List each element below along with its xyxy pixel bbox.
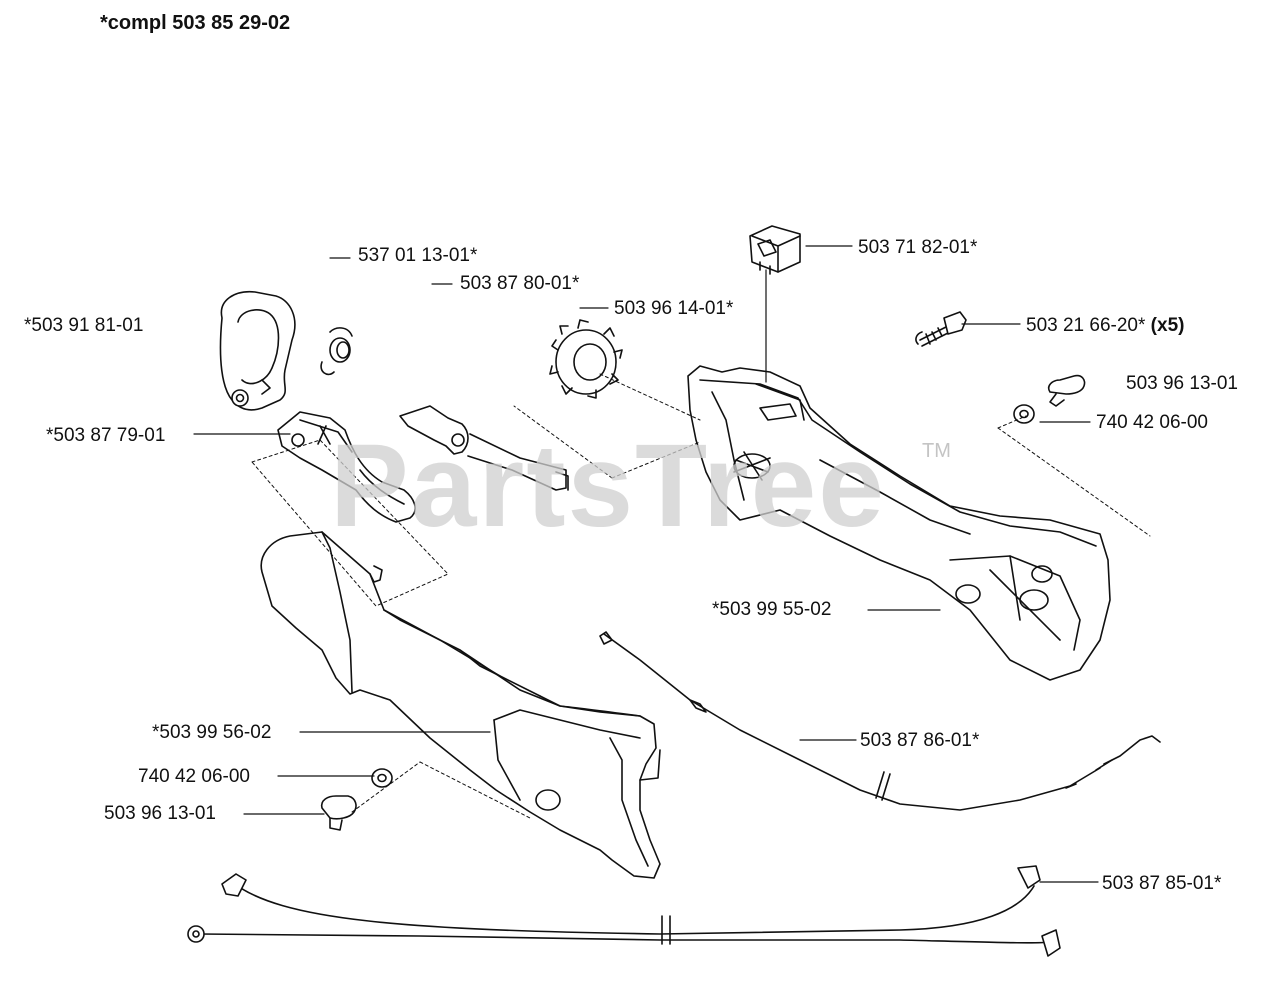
label-503-96-14-01: 503 96 14-01* bbox=[614, 298, 734, 319]
wire-harness-part bbox=[187, 865, 1061, 957]
clip-bracket-part bbox=[219, 291, 296, 411]
label-503-21-66-20: 503 21 66-20* (x5) bbox=[1026, 314, 1184, 338]
screw-left-part bbox=[320, 795, 357, 831]
label-503-99-56-02: *503 99 56-02 bbox=[152, 722, 272, 743]
dashed-guides bbox=[251, 373, 1151, 819]
throttle-trigger-part bbox=[277, 411, 416, 523]
throttle-cable-part bbox=[599, 631, 1161, 811]
label-740-42-06-00-right: 740 42 06-00 bbox=[1096, 412, 1208, 433]
screw-part bbox=[915, 311, 967, 347]
washer-right-part bbox=[1013, 404, 1035, 424]
label-503-96-13-01-right: 503 96 13-01 bbox=[1126, 373, 1238, 394]
label-503-99-55-02: *503 99 55-02 bbox=[712, 599, 832, 620]
label-503-21-66-20-text: 503 21 66-20* bbox=[1026, 315, 1146, 336]
label-quantity-x5: (x5) bbox=[1150, 315, 1185, 336]
label-503-87-79-01: *503 87 79-01 bbox=[46, 425, 166, 446]
label-503-96-13-01-left: 503 96 13-01 bbox=[104, 803, 216, 824]
spring-part bbox=[320, 327, 353, 376]
gear-ring-part bbox=[549, 319, 623, 399]
label-503-87-86-01: 503 87 86-01* bbox=[860, 730, 980, 751]
lock-lever-part bbox=[399, 405, 569, 491]
label-503-91-81-01: *503 91 81-01 bbox=[24, 315, 144, 336]
assembly-title: *compl 503 85 29-02 bbox=[100, 12, 291, 34]
handle-cover-part bbox=[260, 531, 661, 879]
label-503-87-80-01: 503 87 80-01* bbox=[460, 273, 580, 294]
label-537-01-13-01: 537 01 13-01* bbox=[358, 245, 478, 266]
screw-right-part bbox=[1047, 374, 1086, 407]
label-740-42-06-00-left: 740 42 06-00 bbox=[138, 766, 250, 787]
label-503-87-85-01: 503 87 85-01* bbox=[1102, 873, 1222, 894]
handle-half-part bbox=[687, 365, 1111, 681]
stop-switch-part bbox=[749, 225, 801, 275]
label-503-71-82-01: 503 71 82-01* bbox=[858, 237, 978, 258]
leader-lines bbox=[193, 245, 1099, 883]
watermark-trademark: TM bbox=[922, 440, 951, 462]
watermark: PartsTree bbox=[330, 420, 886, 552]
washer-left-part bbox=[371, 768, 393, 788]
